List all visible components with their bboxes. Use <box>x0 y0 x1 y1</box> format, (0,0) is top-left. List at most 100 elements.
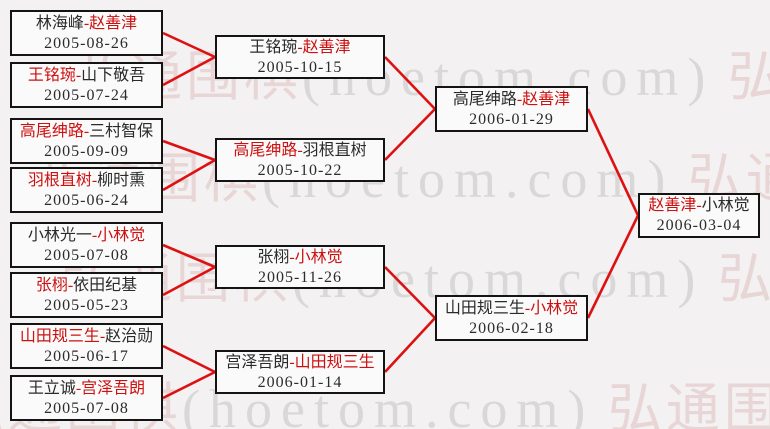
winner-name: 赵善津 <box>89 14 138 32</box>
player-name: 依田纪基 <box>73 276 138 294</box>
match-players: 王铭琬-赵善津 <box>249 38 350 58</box>
match-players: 张栩-小林觉 <box>257 248 342 268</box>
player-name: 小林光一 <box>27 226 92 244</box>
winner-name: 山田规三生 <box>19 327 100 345</box>
connector-line <box>162 344 216 374</box>
winner-name: 高尾绅路 <box>233 141 298 159</box>
match-date: 2006-01-29 <box>469 110 554 128</box>
match-date: 2005-07-24 <box>44 86 129 104</box>
match-date: 2005-10-22 <box>257 161 343 179</box>
versus-dash: - <box>524 299 531 317</box>
match-players: 山田规三生-赵治勋 <box>20 327 153 347</box>
connector-line <box>384 108 436 161</box>
versus-dash: - <box>75 66 82 84</box>
player-name: 三村智保 <box>89 122 154 140</box>
match-box-round-1-4: 羽根直树-柳时熏 2005-06-24 <box>10 167 163 213</box>
connector-line <box>162 31 216 59</box>
player-name: 山下敬吾 <box>81 66 146 84</box>
match-players: 王立诚-宫泽吾朗 <box>28 379 145 399</box>
match-date: 2005-06-24 <box>44 191 129 209</box>
match-players: 小林光一-小林觉 <box>28 226 145 246</box>
versus-dash: - <box>289 353 295 371</box>
connector-line <box>162 55 216 87</box>
match-box-final-1: 赵善津-小林觉 2006-03-04 <box>638 193 760 238</box>
match-date: 2005-10-15 <box>257 58 343 76</box>
winner-name: 张栩 <box>35 276 68 294</box>
versus-dash: - <box>297 141 303 159</box>
versus-dash: - <box>99 327 106 345</box>
connector-line <box>586 108 640 217</box>
connector-line <box>162 139 216 162</box>
match-date: 2005-08-26 <box>44 34 129 52</box>
winner-name: 宫泽吾朗 <box>81 379 146 397</box>
connector-line <box>384 266 436 319</box>
match-players: 王铭琬-山下敬吾 <box>28 66 145 86</box>
connector-line <box>384 317 436 373</box>
versus-dash: - <box>91 171 98 189</box>
player-name: 小林觉 <box>701 197 750 214</box>
versus-dash: - <box>83 122 90 140</box>
winner-name: 小林觉 <box>97 226 146 244</box>
winner-name: 羽根直树 <box>27 171 92 189</box>
versus-dash: - <box>516 90 523 108</box>
match-date: 2005-05-23 <box>44 296 129 314</box>
match-date: 2005-06-17 <box>44 347 129 365</box>
winner-name: 赵善津 <box>522 90 571 108</box>
match-date: 2006-03-04 <box>656 217 742 234</box>
player-name: 羽根直树 <box>302 141 367 159</box>
versus-dash: - <box>696 197 702 214</box>
winner-name: 小林觉 <box>294 248 343 266</box>
versus-dash: - <box>289 248 295 266</box>
player-name: 王铭琬 <box>249 38 298 56</box>
connector-line <box>162 243 216 269</box>
versus-dash: - <box>91 226 98 244</box>
connector-line <box>162 265 216 297</box>
match-players: 高尾绅路-赵善津 <box>453 90 570 110</box>
versus-dash: - <box>297 38 303 56</box>
player-name: 王立诚 <box>27 379 76 397</box>
player-name: 宫泽吾朗 <box>225 353 290 371</box>
connector-line <box>384 56 436 110</box>
versus-dash: - <box>67 276 74 294</box>
match-players: 山田规三生-小林觉 <box>445 299 578 319</box>
player-name: 柳时熏 <box>97 171 146 189</box>
winner-name: 赵善津 <box>302 38 351 56</box>
match-players: 林海峰-赵善津 <box>36 14 137 34</box>
match-date: 2005-11-26 <box>257 268 343 286</box>
match-date: 2005-07-08 <box>44 399 129 417</box>
winner-name: 赵善津 <box>648 197 697 214</box>
player-name: 高尾绅路 <box>452 90 517 108</box>
match-players: 张栩-依田纪基 <box>36 276 137 296</box>
winner-name: 王铭琬 <box>27 66 76 84</box>
match-date: 2006-01-14 <box>257 373 343 391</box>
player-name: 林海峰 <box>35 14 84 32</box>
player-name: 赵治勋 <box>105 327 154 345</box>
match-players: 高尾绅路-羽根直树 <box>233 141 366 161</box>
match-date: 2005-07-08 <box>44 246 129 264</box>
match-players: 高尾绅路-三村智保 <box>20 122 153 142</box>
winner-name: 高尾绅路 <box>19 122 84 140</box>
player-name: 张栩 <box>257 248 290 266</box>
player-name: 山田规三生 <box>444 299 525 317</box>
winner-name: 山田规三生 <box>294 353 375 371</box>
connector-line <box>162 370 216 400</box>
connector-line <box>586 214 640 319</box>
match-date: 2006-02-18 <box>469 319 554 337</box>
versus-dash: - <box>83 14 90 32</box>
match-players: 宫泽吾朗-山田规三生 <box>225 353 374 373</box>
